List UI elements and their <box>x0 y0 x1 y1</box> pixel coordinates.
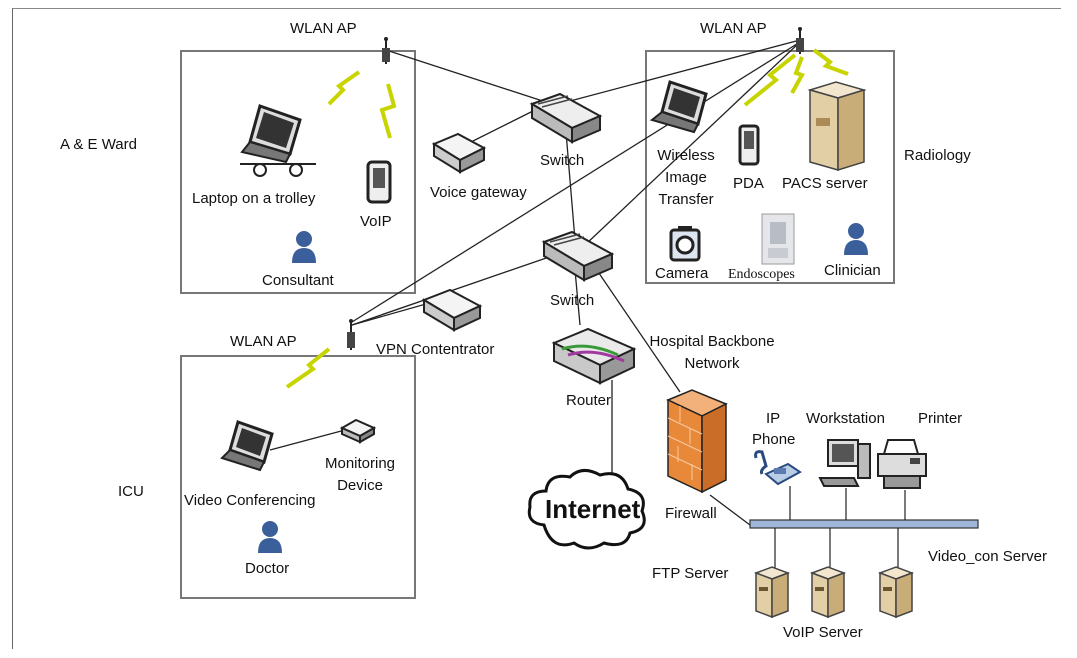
hospital-backbone-label-2: Network <box>684 355 740 372</box>
switch-mid-icon <box>541 230 615 282</box>
router-icon <box>551 327 637 385</box>
ftp-server-icon <box>754 566 790 619</box>
wireless-bolt-icon <box>743 53 797 107</box>
endoscopes-icon <box>761 213 795 265</box>
laptop-trolley-icon <box>240 104 316 177</box>
monitoring-device-label-1: Monitoring <box>324 455 396 472</box>
pda-icon <box>738 124 760 166</box>
router-label: Router <box>566 392 612 409</box>
vpn-concentrator-label: VPN Contentrator <box>376 341 495 358</box>
firewall-icon <box>666 389 728 494</box>
camera-label: Camera <box>655 265 709 282</box>
clinician-person-icon <box>844 223 868 255</box>
wireless-image-transfer-label-3: Transfer <box>658 191 714 208</box>
voice-gateway-label: Voice gateway <box>430 184 527 201</box>
wlan-ap-radiology-label: WLAN AP <box>700 20 767 37</box>
wireless-bolt-icon <box>790 56 805 94</box>
internet-label: Internet <box>545 494 641 524</box>
monitoring-device-icon <box>340 418 376 444</box>
icu-zone <box>180 355 416 599</box>
printer-icon <box>877 439 927 489</box>
voip-server-icon <box>810 566 846 619</box>
wireless-bolt-icon <box>812 48 849 76</box>
video-con-server-label: Video_con Server <box>928 548 1047 565</box>
printer-label: Printer <box>918 410 963 427</box>
voip-phone-icon <box>366 160 392 204</box>
video-con-server-icon <box>878 566 914 619</box>
video-conferencing-label: Video Conferencing <box>184 492 316 509</box>
wlan-ap-ae-label: WLAN AP <box>290 20 357 37</box>
voip-phone-label: VoIP <box>360 213 392 230</box>
workstation-icon <box>818 439 871 487</box>
pacs-server-icon <box>807 81 867 172</box>
voip-server-label: VoIP Server <box>783 624 863 641</box>
monitoring-device-label-2: Device <box>337 477 383 494</box>
firewall-label: Firewall <box>665 505 717 522</box>
ftp-server-label: FTP Server <box>652 565 729 582</box>
endoscopes-label: Endoscopes <box>728 267 795 282</box>
consultant-person-icon <box>292 231 316 263</box>
doctor-label: Doctor <box>245 560 290 577</box>
pda-label: PDA <box>733 175 764 192</box>
laptop-trolley-label: Laptop on a trolley <box>192 190 316 207</box>
wlan-ap-icu-icon <box>347 319 355 350</box>
doctor-person-icon <box>258 521 282 553</box>
pacs-server-label: PACS server <box>782 175 868 192</box>
ip-phone-label-2: Phone <box>752 431 796 448</box>
ip-phone-icon <box>754 450 802 486</box>
hospital-backbone-label-1: Hospital Backbone <box>649 333 775 350</box>
camera-icon <box>669 226 701 262</box>
zone-label-radiology: Radiology <box>904 147 971 164</box>
switch-top-label: Switch <box>540 152 585 169</box>
internet-cloud-icon <box>527 469 646 550</box>
wireless-bolt-icon <box>327 70 361 106</box>
consultant-label: Consultant <box>262 272 334 289</box>
wireless-bolt-icon <box>379 83 397 139</box>
clinician-label: Clinician <box>824 262 881 279</box>
zone-label-icu: ICU <box>118 483 144 500</box>
wlan-ap-radiology-icon <box>796 27 804 54</box>
wireless-laptop-icon <box>649 80 708 134</box>
diagram-frame <box>12 8 1061 649</box>
switch-top-icon <box>529 92 603 144</box>
wlan-ap-icu-label: WLAN AP <box>230 333 297 350</box>
wlan-ap-ae-icon <box>382 37 390 64</box>
wireless-bolt-icon <box>285 347 331 389</box>
wireless-image-transfer-label-2: Image <box>665 169 707 186</box>
wireless-image-transfer-label-1: Wireless <box>657 147 715 164</box>
video-conferencing-laptop-icon <box>220 420 274 472</box>
workstation-label: Workstation <box>806 410 885 427</box>
voice-gateway-icon <box>431 132 487 174</box>
ip-phone-label-1: IP <box>766 410 781 427</box>
zone-label-ae-ward: A & E Ward <box>60 136 137 153</box>
vpn-concentrator-icon <box>421 288 483 332</box>
switch-mid-label: Switch <box>550 292 595 309</box>
